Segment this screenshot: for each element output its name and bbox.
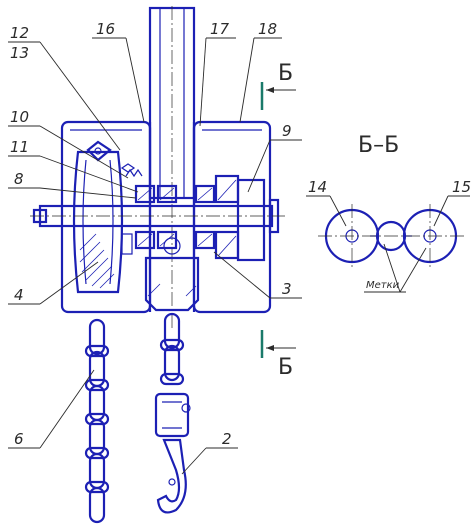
label-17: 17 [210,20,230,38]
label-6: 6 [14,430,24,448]
label-8: 8 [14,170,24,188]
label-12: 12 [10,24,29,42]
pawl-assembly [86,140,143,178]
label-10: 10 [10,108,29,126]
section-title: Б–Б [358,133,399,158]
hook [156,438,187,514]
label-9: 9 [282,122,292,140]
callout-leaders [8,37,470,475]
load-sprocket [144,237,200,312]
label-16: 16 [96,20,115,38]
marks-label: Метки [366,280,400,291]
hand-chain-wheel [72,150,124,294]
suspension-plates [148,6,196,330]
load-chain [154,312,191,438]
label-4: 4 [14,286,24,304]
section-mark-top [260,82,296,110]
section-mark-bottom-label: Б [278,355,293,380]
label-15: 15 [452,178,471,196]
label-3: 3 [282,280,292,298]
gear-train [121,174,266,262]
label-11: 11 [10,138,29,156]
main-shaft [30,198,285,234]
section-mark-top-label: Б [278,61,293,86]
label-14: 14 [308,178,327,196]
label-13: 13 [10,44,29,62]
hand-chain [84,318,110,524]
label-18: 18 [258,20,277,38]
section-view [318,204,466,268]
section-mark-bottom [260,330,296,358]
label-2: 2 [222,430,232,448]
